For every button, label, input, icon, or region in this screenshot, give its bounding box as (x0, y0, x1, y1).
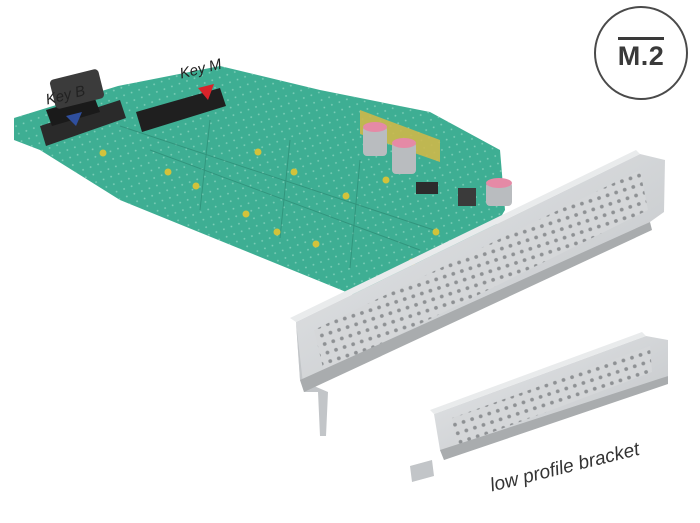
key-m-connector (136, 88, 226, 132)
key-b-marker-icon (66, 112, 82, 126)
low-profile-bracket (410, 332, 668, 482)
key-b-connector (40, 69, 126, 146)
full-height-bracket (290, 150, 665, 436)
m2-badge-text: M.2 (617, 36, 665, 72)
m2-badge: M.2 (594, 6, 688, 100)
key-m-marker-icon (198, 84, 214, 100)
capacitors (363, 122, 512, 206)
